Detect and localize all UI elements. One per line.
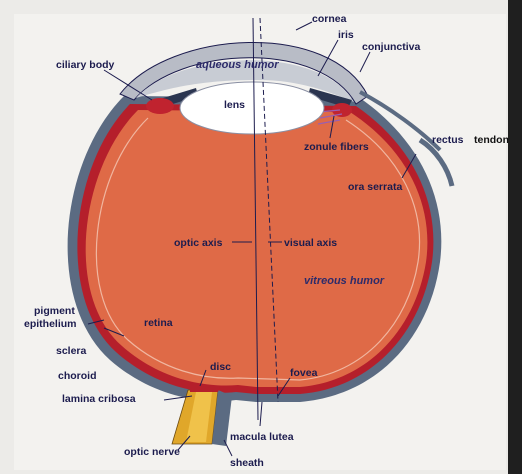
label-sclera: sclera xyxy=(56,345,87,357)
label-disc: disc xyxy=(210,361,231,373)
lens xyxy=(180,82,324,134)
label-conjunctiva: conjunctiva xyxy=(362,41,421,53)
disc-red xyxy=(190,386,220,392)
label-ora-serrata: ora serrata xyxy=(348,181,402,193)
label-fovea: fovea xyxy=(290,367,318,379)
ciliary-body-left xyxy=(146,98,174,114)
label-ciliary-body: ciliary body xyxy=(56,59,115,71)
label-sheath: sheath xyxy=(230,457,264,469)
label-zonule-fibers: zonule fibers xyxy=(304,141,369,153)
label-lens: lens xyxy=(224,99,245,111)
label-optic-nerve: optic nerve xyxy=(124,446,180,458)
label-visual-axis: visual axis xyxy=(284,237,337,249)
label-pigment: pigment xyxy=(34,305,75,317)
label-vitreous-humor: vitreous humor xyxy=(304,275,385,287)
label-optic-axis: optic axis xyxy=(174,237,223,249)
label-iris: iris xyxy=(338,29,354,41)
label-retina: retina xyxy=(144,317,173,329)
label-aqueous-humor: aqueous humor xyxy=(196,59,279,71)
label-lamina-cribosa: lamina cribosa xyxy=(62,393,136,405)
label-macula-lutea: macula lutea xyxy=(230,431,294,443)
label-epithelium: epithelium xyxy=(24,318,77,330)
label-cornea: cornea xyxy=(312,13,347,25)
frame-edge xyxy=(508,0,522,474)
label-choroid: choroid xyxy=(58,370,97,382)
label-rectus: rectus xyxy=(432,134,464,146)
